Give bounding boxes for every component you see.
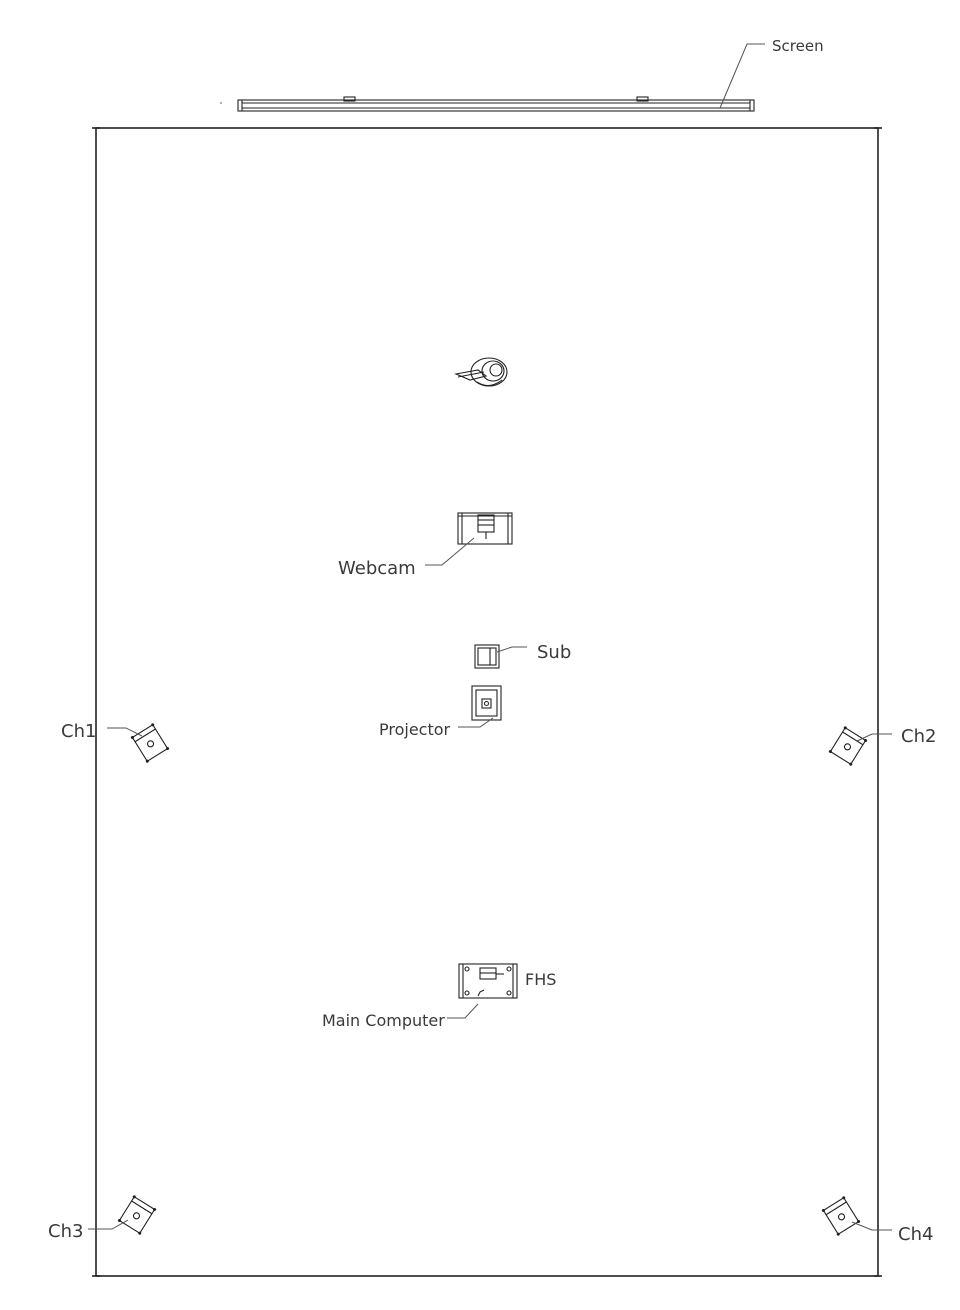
main-computer-label: Main Computer [322, 1011, 445, 1030]
ch4-label: Ch4 [898, 1224, 933, 1245]
ch1-label: Ch1 [61, 721, 96, 742]
screen [220, 96, 755, 112]
speaker-ch3 [117, 1195, 157, 1235]
sub-leader [496, 646, 527, 653]
main-computer-leader [447, 1003, 479, 1019]
webcam-leader [425, 537, 475, 566]
projector-label: Projector [379, 720, 451, 739]
fhs-label: FHS [525, 970, 556, 989]
subwoofer [474, 644, 500, 669]
sub-label: Sub [537, 642, 571, 663]
ch4-leader [851, 1221, 892, 1231]
room-outline [92, 127, 882, 1277]
speaker-ch2 [828, 726, 868, 766]
ch2-leader [856, 733, 892, 742]
ch3-label: Ch3 [48, 1221, 83, 1242]
speaker-ch4 [821, 1196, 861, 1236]
ch2-label: Ch2 [901, 726, 936, 747]
main-computer-desk [458, 963, 518, 999]
speaker-ch1 [130, 723, 170, 763]
projector [471, 685, 502, 721]
screen-leader [719, 43, 765, 109]
fhs-device [479, 967, 504, 980]
ch1-leader [107, 727, 143, 737]
webcam [457, 512, 513, 545]
person-seat [454, 357, 508, 387]
webcam-label: Webcam [338, 558, 416, 579]
projector-leader [458, 717, 494, 728]
screen-label: Screen [772, 37, 824, 55]
ch3-leader [88, 1219, 129, 1230]
